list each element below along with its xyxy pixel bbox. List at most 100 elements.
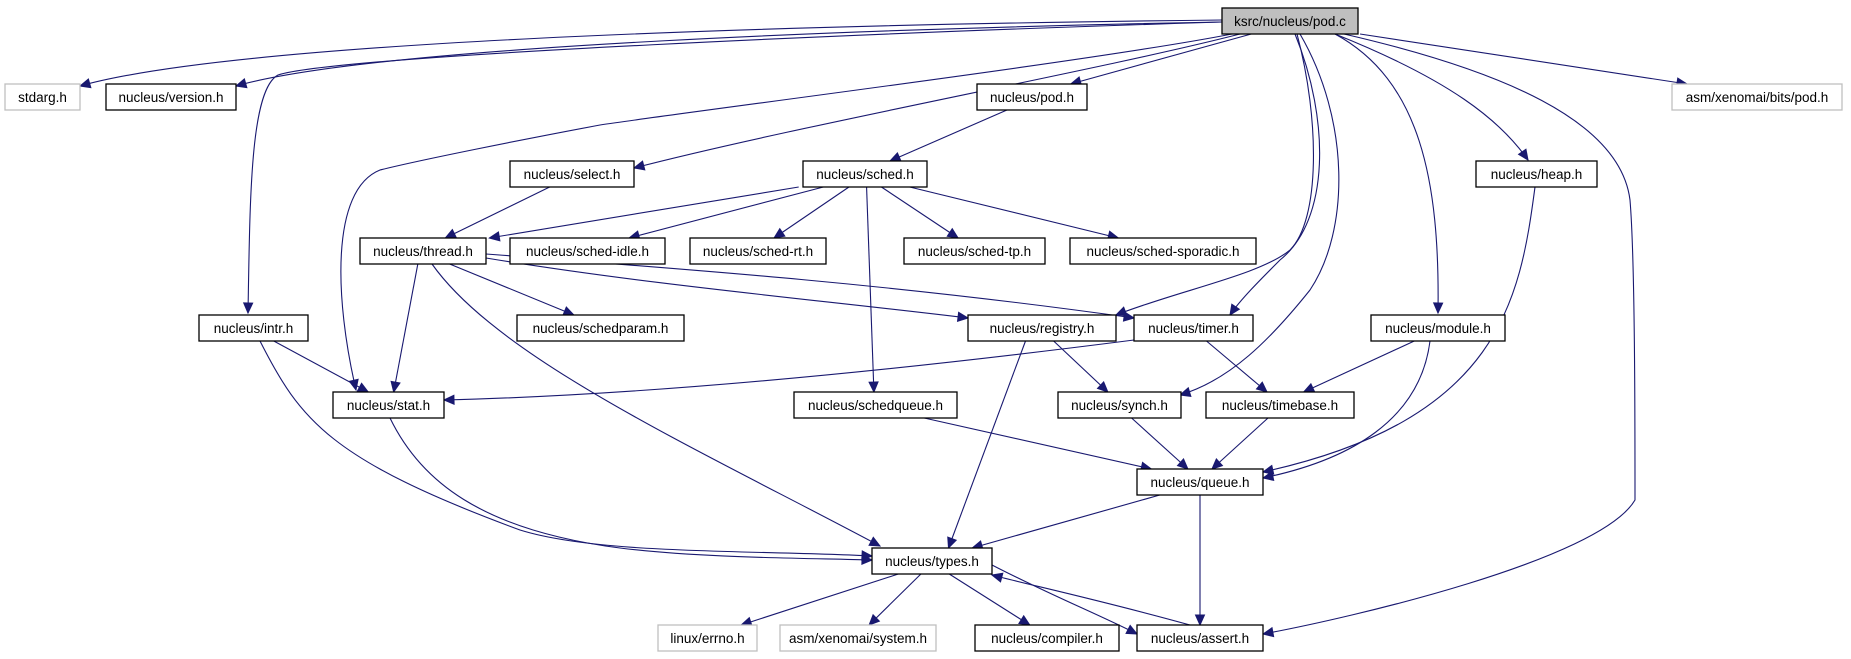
edge-line <box>489 186 799 239</box>
node-pod-h[interactable]: nucleus/pod.h <box>976 83 1088 111</box>
edge-types-to-system <box>868 573 922 626</box>
node-box <box>516 314 685 342</box>
edge-line <box>1334 33 1439 314</box>
arrowhead <box>562 306 576 316</box>
arrowhead <box>1302 382 1316 393</box>
node-timer[interactable]: nucleus/timer.h <box>1133 314 1254 342</box>
node-box <box>332 391 445 419</box>
arrowhead <box>1229 303 1241 317</box>
node-label: nucleus/assert.h <box>1151 631 1249 646</box>
node-box <box>509 160 635 188</box>
node-label: nucleus/sched-rt.h <box>703 244 813 259</box>
node-box <box>779 624 937 652</box>
node-box <box>657 624 758 652</box>
edge-line <box>1131 417 1189 470</box>
node-box <box>1475 160 1598 188</box>
node-label: asm/xenomai/system.h <box>789 631 927 646</box>
node-thread[interactable]: nucleus/thread.h <box>359 237 487 265</box>
node-registry[interactable]: nucleus/registry.h <box>967 314 1117 342</box>
node-label: asm/xenomai/bits/pod.h <box>1686 90 1829 105</box>
node-schedparam[interactable]: nucleus/schedparam.h <box>516 314 685 342</box>
node-bits-pod: asm/xenomai/bits/pod.h <box>1671 83 1843 111</box>
node-queue[interactable]: nucleus/queue.h <box>1136 468 1264 496</box>
node-pod-c[interactable]: ksrc/nucleus/pod.c <box>1221 7 1359 35</box>
node-version[interactable]: nucleus/version.h <box>105 83 237 111</box>
node-label: nucleus/queue.h <box>1150 475 1249 490</box>
node-label: nucleus/select.h <box>524 167 621 182</box>
node-synch[interactable]: nucleus/synch.h <box>1057 391 1182 419</box>
node-box <box>1671 83 1843 111</box>
node-timebase[interactable]: nucleus/timebase.h <box>1205 391 1355 419</box>
node-box <box>871 547 993 575</box>
edge-line <box>889 109 1008 162</box>
arrowhead <box>1432 302 1444 315</box>
node-types[interactable]: nucleus/types.h <box>871 547 993 575</box>
edge-line <box>1262 33 1636 635</box>
edge-synch-to-queue <box>1131 417 1189 470</box>
edge-types-to-assert <box>991 564 1139 635</box>
edge-module-to-timebase <box>1302 340 1415 393</box>
arrowhead <box>888 151 902 162</box>
node-select[interactable]: nucleus/select.h <box>509 160 635 188</box>
edge-pod_c-to-registry <box>1114 33 1314 317</box>
edge-line <box>1262 340 1431 479</box>
edge-intr-to-types <box>259 340 874 561</box>
edge-line <box>443 339 1135 401</box>
edge-line <box>389 417 873 561</box>
node-sched-sporadic[interactable]: nucleus/sched-sporadic.h <box>1069 237 1257 265</box>
edge-registry-to-types <box>947 340 1027 550</box>
node-label: nucleus/version.h <box>118 90 223 105</box>
arrowhead <box>488 231 501 242</box>
arrowhead <box>356 382 370 393</box>
node-schedqueue[interactable]: nucleus/schedqueue.h <box>793 391 958 419</box>
arrowhead <box>632 160 646 171</box>
node-stat[interactable]: nucleus/stat.h <box>332 391 445 419</box>
arrowhead <box>1211 458 1224 470</box>
node-assert[interactable]: nucleus/assert.h <box>1136 624 1264 652</box>
node-sched[interactable]: nucleus/sched.h <box>802 160 928 188</box>
edge-line <box>741 573 899 626</box>
node-label: nucleus/sched-sporadic.h <box>1086 244 1239 259</box>
edge-registry-to-synch <box>1053 340 1109 393</box>
edge-pod_c-to-heap <box>1334 33 1529 161</box>
edge-heap-to-queue <box>1261 186 1536 475</box>
edge-timebase-to-queue <box>1211 417 1269 470</box>
node-compiler[interactable]: nucleus/compiler.h <box>974 624 1120 652</box>
node-label: linux/errno.h <box>670 631 744 646</box>
node-heap[interactable]: nucleus/heap.h <box>1475 160 1598 188</box>
edge-schedqueue-to-queue <box>924 417 1153 472</box>
arrowhead <box>868 536 882 547</box>
edge-pod_c-to-select <box>632 33 1241 171</box>
edge-line <box>947 340 1027 549</box>
edge-pod_c-to-synch <box>1178 33 1340 398</box>
node-box <box>967 314 1117 342</box>
edge-line <box>948 573 1031 626</box>
edge-line <box>485 257 969 319</box>
node-label: nucleus/sched-tp.h <box>918 244 1031 259</box>
node-sched-tp[interactable]: nucleus/sched-tp.h <box>903 237 1046 265</box>
edge-assert-to-types <box>990 572 1191 626</box>
arrowhead <box>1261 464 1275 475</box>
edge-pod_c-to-module <box>1334 33 1444 315</box>
node-sched-idle[interactable]: nucleus/sched-idle.h <box>509 237 666 265</box>
edge-pod_c-to-assert <box>1261 33 1636 638</box>
node-box <box>1221 7 1359 35</box>
node-module[interactable]: nucleus/module.h <box>1370 314 1506 342</box>
edge-line <box>1070 33 1252 85</box>
edge-intr-to-stat <box>273 340 370 393</box>
node-label: nucleus/schedparam.h <box>533 321 669 336</box>
arrowhead <box>390 380 401 394</box>
edge-pod_h-to-sched <box>888 109 1008 162</box>
edge-timer-to-timebase <box>1206 340 1268 393</box>
node-sched-rt[interactable]: nucleus/sched-rt.h <box>689 237 827 265</box>
arrowhead <box>442 394 455 406</box>
node-box <box>976 83 1088 111</box>
node-box <box>1069 237 1257 265</box>
node-label: nucleus/module.h <box>1385 321 1491 336</box>
node-intr[interactable]: nucleus/intr.h <box>198 314 309 342</box>
node-label: nucleus/timer.h <box>1148 321 1239 336</box>
edge-line <box>1334 33 1529 161</box>
arrowhead <box>1122 311 1136 322</box>
edge-sched-to-sched_idle <box>627 186 824 241</box>
